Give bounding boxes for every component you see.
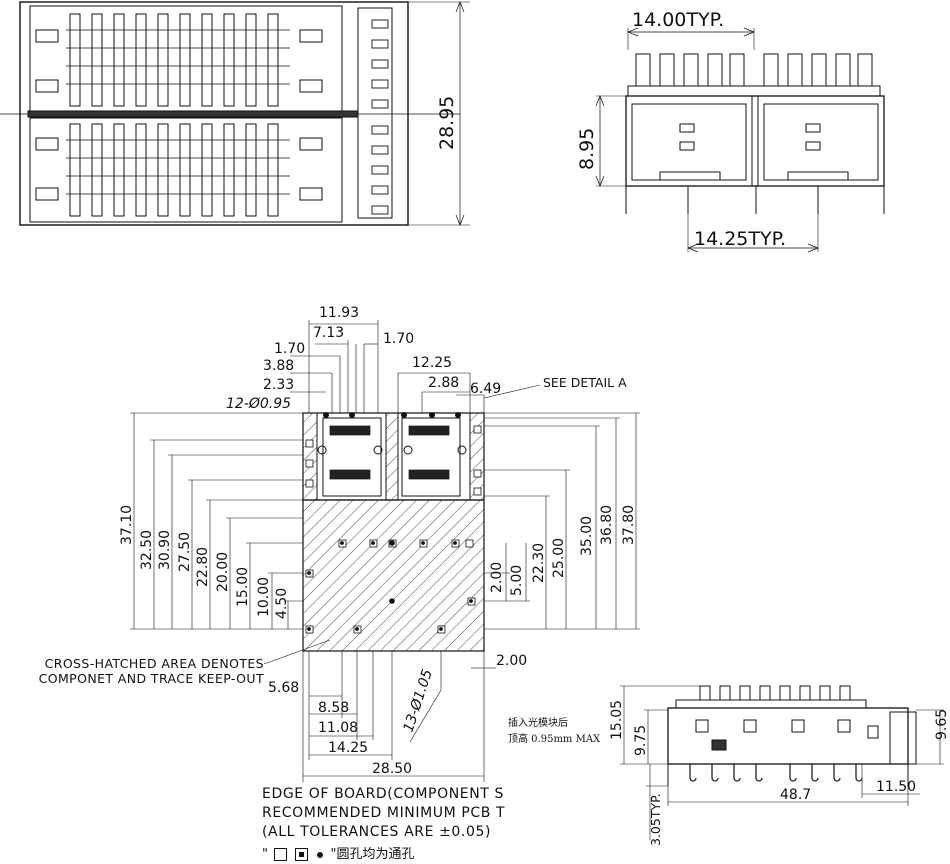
- dim-11-93: 11.93: [319, 305, 359, 321]
- keepout-note-line-2: COMPONET AND TRACE KEEP-OUT: [38, 671, 264, 686]
- dim-25-00: 25.00: [551, 538, 567, 578]
- square-dot-pad-icon: [295, 848, 309, 861]
- dim-28-95: 28.95: [436, 96, 458, 150]
- side-note-line-2: 顶高 0.95mm MAX: [508, 732, 601, 745]
- dim-6-49: 6.49: [470, 381, 501, 397]
- dim-2-88: 2.88: [428, 375, 459, 391]
- dim-36-80: 36.80: [599, 505, 615, 545]
- keepout-note: CROSS-HATCHED AREA DENOTES COMPONET AND …: [32, 656, 264, 686]
- dim-11-50: 11.50: [876, 779, 916, 795]
- dim-48-7: 48.7: [780, 787, 811, 803]
- dim-2-00-edge: 2.00: [496, 653, 527, 669]
- dim-12-25: 12.25: [412, 355, 452, 371]
- dim-30-90: 30.90: [157, 530, 173, 570]
- dim-14-25-typ: 14.25TYP.: [694, 228, 786, 250]
- dim-1-70-left: 1.70: [274, 341, 305, 357]
- dim-22-80: 22.80: [195, 547, 211, 587]
- dim-15-05: 15.05: [609, 700, 625, 740]
- dim-14-25: 14.25: [328, 740, 368, 756]
- dim-11-08: 11.08: [318, 720, 358, 736]
- square-pad-icon: [274, 848, 288, 861]
- legend-prefix: ": [262, 847, 268, 862]
- dim-14-00-typ: 14.00TYP.: [632, 9, 724, 31]
- pcb-layout: [130, 320, 640, 782]
- dim-4-50: 4.50: [274, 588, 290, 619]
- dim-32-50: 32.50: [139, 530, 155, 570]
- dim-28-50: 28.50: [372, 761, 412, 777]
- layout-dimension-labels: 11.93 7.13 1.70 1.70 3.88 2.33 12-Ø0.95 …: [119, 305, 637, 777]
- front-fins: [635, 53, 873, 87]
- front-view: [595, 27, 885, 253]
- dim-22-30: 22.30: [531, 543, 547, 583]
- dim-2-33: 2.33: [263, 377, 294, 393]
- through-holes: [323, 412, 461, 418]
- edge-note-line-1: EDGE OF BOARD(COMPONENT S: [262, 786, 504, 802]
- dim-8-95: 8.95: [576, 128, 598, 170]
- keepout-note-line-1: CROSS-HATCHED AREA DENOTES: [44, 656, 264, 671]
- dim-37-80: 37.80: [621, 505, 637, 545]
- side-view: [620, 685, 944, 840]
- edge-note-line-2: RECOMMENDED MINIMUM PCB T: [262, 805, 506, 821]
- top-view: [0, 1, 470, 226]
- dim-9-65: 9.65: [934, 709, 950, 740]
- detail-a-label: SEE DETAIL A: [543, 375, 627, 390]
- hole-legend: " "圆孔均为通孔: [262, 843, 415, 862]
- side-fins: [699, 685, 851, 701]
- round-pad-icon: [317, 851, 324, 858]
- dim-7-13: 7.13: [313, 325, 344, 341]
- fin-grid-upper: [69, 13, 279, 107]
- dim-8-58: 8.58: [318, 700, 349, 716]
- dim-20-00: 20.00: [215, 552, 231, 592]
- dim-5-00: 5.00: [509, 565, 525, 596]
- dim-13-phi-1-05: 13-Ø1.05: [401, 667, 436, 734]
- fin-grid-lower: [69, 123, 279, 217]
- edge-note: EDGE OF BOARD(COMPONENT S RECOMMENDED MI…: [262, 785, 520, 842]
- edge-note-line-3: (ALL TOLERANCES ARE ±0.05): [262, 824, 492, 840]
- legend-text: "圆孔均为通孔: [330, 847, 415, 862]
- dim-3-05-typ: 3.05TYP.: [648, 793, 663, 846]
- dim-1-70-right: 1.70: [383, 331, 414, 347]
- dim-15-00: 15.00: [235, 567, 251, 607]
- side-dimension-labels: 15.05 9.75 9.65 11.50 48.7 3.05TYP. 插入光模…: [508, 700, 950, 846]
- dim-35-00: 35.00: [579, 516, 595, 556]
- dim-9-75: 9.75: [633, 725, 649, 756]
- dim-37-10: 37.10: [119, 505, 135, 545]
- dim-3-88: 3.88: [263, 358, 294, 374]
- dim-10-00: 10.00: [256, 577, 272, 617]
- side-note-line-1: 插入光模块后: [508, 716, 568, 729]
- dim-5-68: 5.68: [268, 680, 299, 696]
- dim-2-00-right: 2.00: [489, 562, 505, 593]
- dim-12-phi-0-95: 12-Ø0.95: [226, 396, 291, 412]
- dim-27-50: 27.50: [177, 532, 193, 572]
